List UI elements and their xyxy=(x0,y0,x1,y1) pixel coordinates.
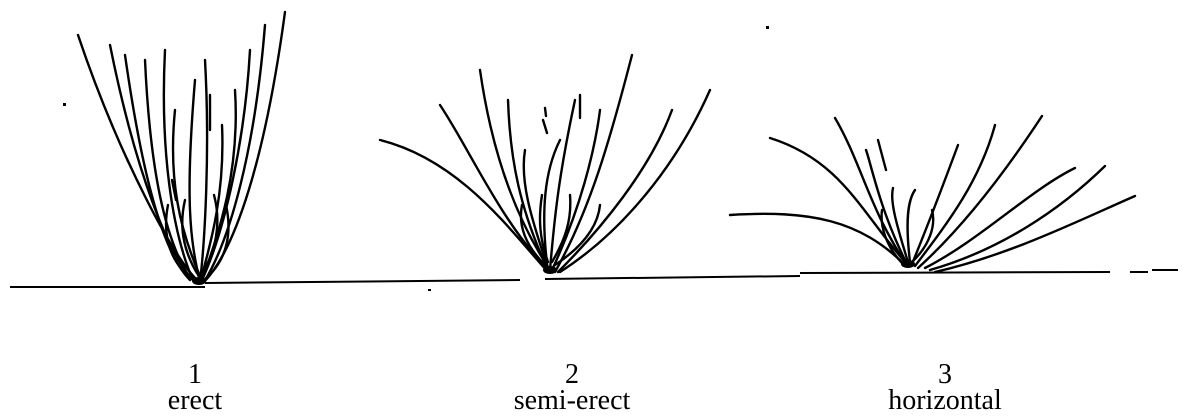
caption-semi-erect: 2 semi-erect xyxy=(442,359,702,416)
caption-number: 1 xyxy=(188,359,202,390)
caption-horizontal: 3 horizontal xyxy=(815,359,1075,416)
stray-dots xyxy=(63,26,769,291)
caption-number: 2 xyxy=(565,359,579,390)
caption-label: semi-erect xyxy=(513,385,631,416)
plant-erect xyxy=(76,10,287,284)
caption-label: erect xyxy=(167,385,223,416)
plant-horizontal xyxy=(728,114,1137,274)
caption-number: 3 xyxy=(938,359,952,390)
caption-erect: 1 erect xyxy=(65,359,325,416)
ground-line xyxy=(10,269,1178,288)
caption-label: horizontal xyxy=(888,385,1002,416)
plant-semi-erect xyxy=(378,53,712,274)
plant-bases xyxy=(192,260,915,285)
